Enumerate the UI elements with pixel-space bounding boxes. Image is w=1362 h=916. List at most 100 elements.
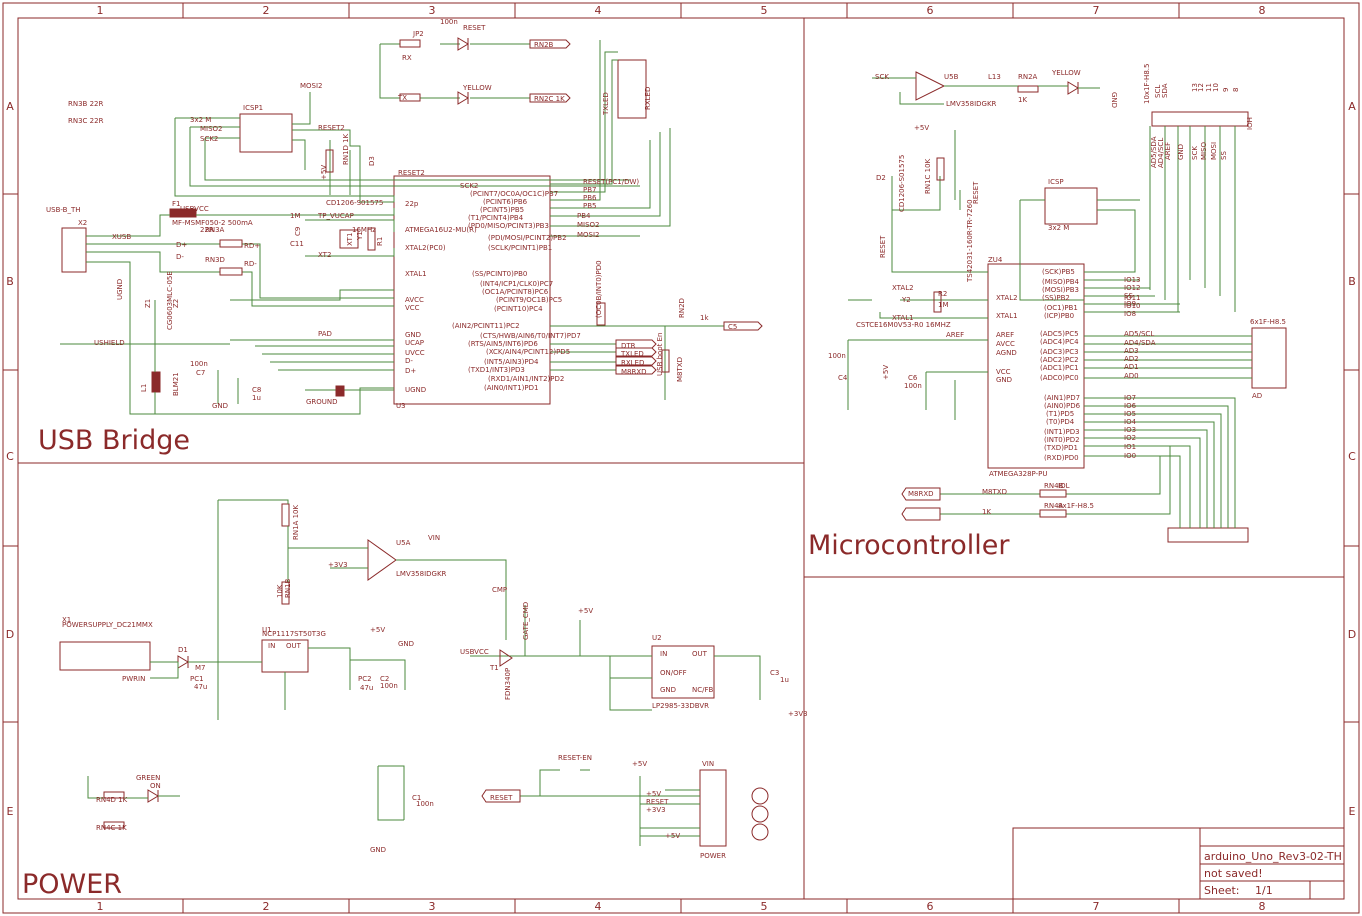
micro-label: (ADC2)PC2 <box>1040 356 1079 364</box>
micro-label: IO2 <box>1124 434 1136 442</box>
usb-label: Z2 <box>172 299 180 308</box>
usb-label: C8 <box>252 386 261 394</box>
micro-label: AREF <box>996 331 1014 339</box>
power-label: 1u <box>780 676 789 684</box>
micro-label: 100n <box>828 352 846 360</box>
power-label: RN4C 1K <box>96 824 127 832</box>
usb-label: Y1 <box>356 231 364 241</box>
power-label: +5V <box>665 832 680 840</box>
title-sheet-value: 1/1 <box>1255 884 1273 897</box>
usb-label: RN1D 1K <box>342 133 350 165</box>
power-label: RESET-EN <box>558 754 592 762</box>
usb-label: UVCC <box>405 349 425 357</box>
micro-label: ZU4 <box>988 256 1003 264</box>
usb-label: XT1 <box>346 233 354 246</box>
micro-label: (ICP)PB0 <box>1044 312 1074 320</box>
title-block: arduino_Uno_Rev3-02-TH not saved! Sheet:… <box>1012 827 1345 900</box>
usb-label: PB5 <box>583 202 596 210</box>
power-label: 10K <box>276 584 284 598</box>
micro-label: XTAL1 <box>892 314 914 322</box>
power-label: PWRIN <box>122 675 145 683</box>
usb-label: RXLED <box>621 359 644 367</box>
usb-label: M8RXD <box>621 368 647 376</box>
usb-label: SCK2 <box>460 182 478 190</box>
usb-label: PB6 <box>583 194 597 202</box>
micro-label: (ADC3)PC3 <box>1040 348 1079 356</box>
iol-header <box>1167 527 1249 543</box>
micro-label: 1K <box>982 508 991 516</box>
micro-label: (INT1)PD3 <box>1044 428 1080 436</box>
usb-label: C11 <box>290 240 304 248</box>
power-label: LMV358IDGKR <box>396 570 447 578</box>
micro-label: D2 <box>876 174 886 182</box>
micro-label: AREF <box>946 331 964 339</box>
power-label: IN <box>268 642 275 650</box>
micro-label: 13 <box>1191 83 1199 92</box>
grid-col-label: 5 <box>761 4 768 17</box>
usb-label: SCK2 <box>200 135 218 143</box>
usb-label: JP2 <box>412 30 424 38</box>
grid-col-label: 2 <box>263 4 270 17</box>
micro-label: IO4 <box>1124 418 1137 426</box>
regulator-u2 <box>651 645 715 699</box>
usb-label: USB boot En <box>656 333 664 376</box>
micro-label: M8TXD <box>982 488 1007 496</box>
power-label: GREEN <box>136 774 160 782</box>
usb-label: RN3A <box>205 226 225 234</box>
usb-label: 1k <box>700 314 709 322</box>
usb-label: XTAL1 <box>405 270 427 278</box>
grid-col-label: 8 <box>1259 900 1266 913</box>
power-label: GND <box>660 686 676 694</box>
micro-label: (T1)PD5 <box>1046 410 1074 418</box>
micro-label: RESET <box>879 235 887 258</box>
usb-label: C5 <box>728 323 737 331</box>
usb-connector <box>61 227 87 273</box>
micro-label: (ADC1)PC1 <box>1040 364 1079 372</box>
power-label: C2 <box>380 675 389 683</box>
usb-label: PB7 <box>583 186 596 194</box>
micro-label: IOL <box>1058 482 1070 490</box>
power-label: M7 <box>195 664 206 672</box>
micro-label: C4 <box>838 374 848 382</box>
power-label: +5V <box>370 626 385 634</box>
micro-label: 6x1F-H8.5 <box>1250 318 1286 326</box>
micro-label: SCK <box>875 73 889 81</box>
grid-row-label: D <box>1348 628 1356 641</box>
grid-col-label: 8 <box>1259 4 1266 17</box>
micro-label: ATMEGA328P-PU <box>989 470 1048 478</box>
micro-label: CSTCE16M0V53-R0 16MHZ <box>856 321 951 329</box>
micro-label: (RXD)PD0 <box>1044 454 1079 462</box>
micro-label: XTAL2 <box>996 294 1018 302</box>
micro-label: 3x2 M <box>1048 224 1069 232</box>
micro-label: SCL <box>1154 85 1162 98</box>
micro-label: SDA <box>1161 83 1169 98</box>
usb-label: USB-B_TH <box>46 206 81 214</box>
usb-label: 22R <box>200 226 214 234</box>
usb-label: PB4 <box>577 212 591 220</box>
usb-label: XUSB <box>112 233 131 241</box>
power-labels: RN1A 10KRN1B10KU5ALMV358IDGKR+3V3VINCMPG… <box>0 0 808 860</box>
grid-row-label: A <box>6 100 14 113</box>
usb-label: MISO2 <box>577 221 600 229</box>
power-label: RESET <box>646 798 669 806</box>
micro-label: 8 <box>1232 88 1240 92</box>
micro-label: IO0 <box>1124 452 1136 460</box>
grid-col-label: 6 <box>927 4 934 17</box>
power-label: GND <box>398 640 414 648</box>
usb-label: +5V <box>320 165 328 180</box>
micro-label: AD2 <box>1124 355 1139 363</box>
micro-label: RN4B <box>1044 482 1064 490</box>
power-label: ON/OFF <box>660 669 687 677</box>
grid-col-label: 6 <box>927 900 934 913</box>
power-label: +5V <box>646 790 661 798</box>
power-label: C3 <box>770 669 779 677</box>
power-label: U5A <box>396 539 411 547</box>
micro-label: XTAL2 <box>892 284 914 292</box>
power-label: OUT <box>286 642 302 650</box>
power-label: GATE_CMD <box>522 602 530 640</box>
usb-label: ICSP1 <box>243 104 263 112</box>
usb-label: RN3B 22R <box>68 100 103 108</box>
